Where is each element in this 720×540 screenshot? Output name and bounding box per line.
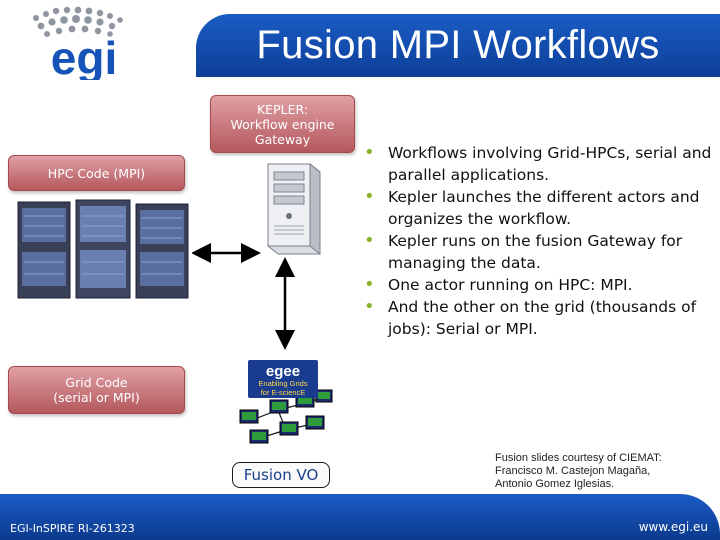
bullet-item: •Kepler launches the different actors an… [364,186,700,228]
bullet-item: •Workflows involving Grid-HPCs, serial a… [364,142,712,184]
bullet-list: •Workflows involving Grid-HPCs, serial a… [364,142,714,340]
project-id: EGI-InSPIRE RI-261323 [10,522,135,535]
hpc-callout: HPC Code (MPI) [8,155,185,191]
title-bar: Fusion MPI Workflows [196,14,720,77]
slide-footer: EGI-InSPIRE RI-261323 www.egi.eu [0,494,720,540]
svg-text:egee: egee [266,363,300,380]
bullet-icon: • [364,186,375,207]
hpc-rack-image [12,196,192,304]
bullet-item: •Kepler runs on the fusion Gateway for m… [364,230,683,272]
egi-logo: egi [33,6,123,80]
svg-text:egi: egi [51,32,117,80]
fusion-vo-label: Fusion VO [232,462,330,488]
slide-header: egi Fusion MPI Workflows [0,0,720,82]
kepler-callout: KEPLER: Workflow engine Gateway [210,95,355,153]
grid-callout: Grid Code (serial or MPI) [8,366,185,414]
svg-text:for E-sciencE: for E-sciencE [261,388,306,397]
egee-logo: egee Enabling Grids for E-sciencE [248,360,318,398]
svg-text:Enabling Grids: Enabling Grids [258,379,307,388]
slide-title: Fusion MPI Workflows [256,23,660,67]
bullet-icon: • [364,230,375,251]
bullet-item: •One actor running on HPC: MPI. [364,274,633,295]
bullet-icon: • [364,274,375,295]
credits-note: Fusion slides courtesy of CIEMAT: Franci… [495,452,662,490]
bullet-icon: • [364,296,375,317]
gateway-server-icon [267,162,321,256]
website-link[interactable]: www.egi.eu [638,520,708,534]
bullet-icon: • [364,142,375,163]
bullet-item: •And the other on the grid (thousands of… [364,296,697,338]
